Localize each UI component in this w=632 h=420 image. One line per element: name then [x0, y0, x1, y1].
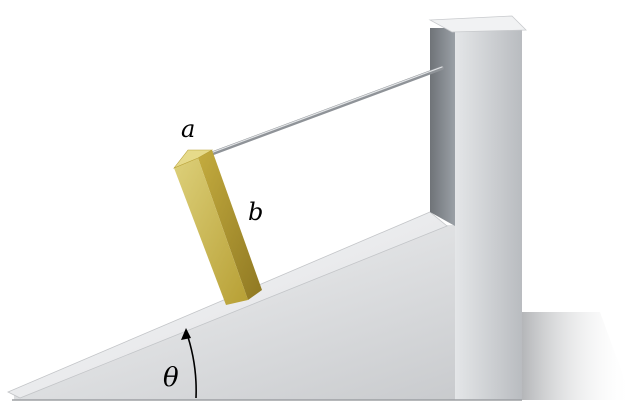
- incline-front-face: [14, 225, 520, 400]
- label-a: a: [181, 115, 195, 143]
- rod-highlight: [207, 66, 443, 155]
- rod: [206, 66, 444, 157]
- block-front-face: [174, 158, 248, 305]
- block-top-face: [173, 149, 214, 169]
- label-b: b: [248, 198, 263, 226]
- wall-top-face: [428, 15, 527, 33]
- ground-shadow: [520, 312, 632, 400]
- label-theta: θ: [163, 363, 179, 393]
- incline-surface: [7, 211, 448, 399]
- wall-inner-side: [430, 28, 455, 226]
- block: [173, 149, 262, 305]
- wall-front-face: [455, 28, 522, 400]
- angle-arrow-head: [181, 328, 191, 340]
- block-side-face: [198, 150, 262, 300]
